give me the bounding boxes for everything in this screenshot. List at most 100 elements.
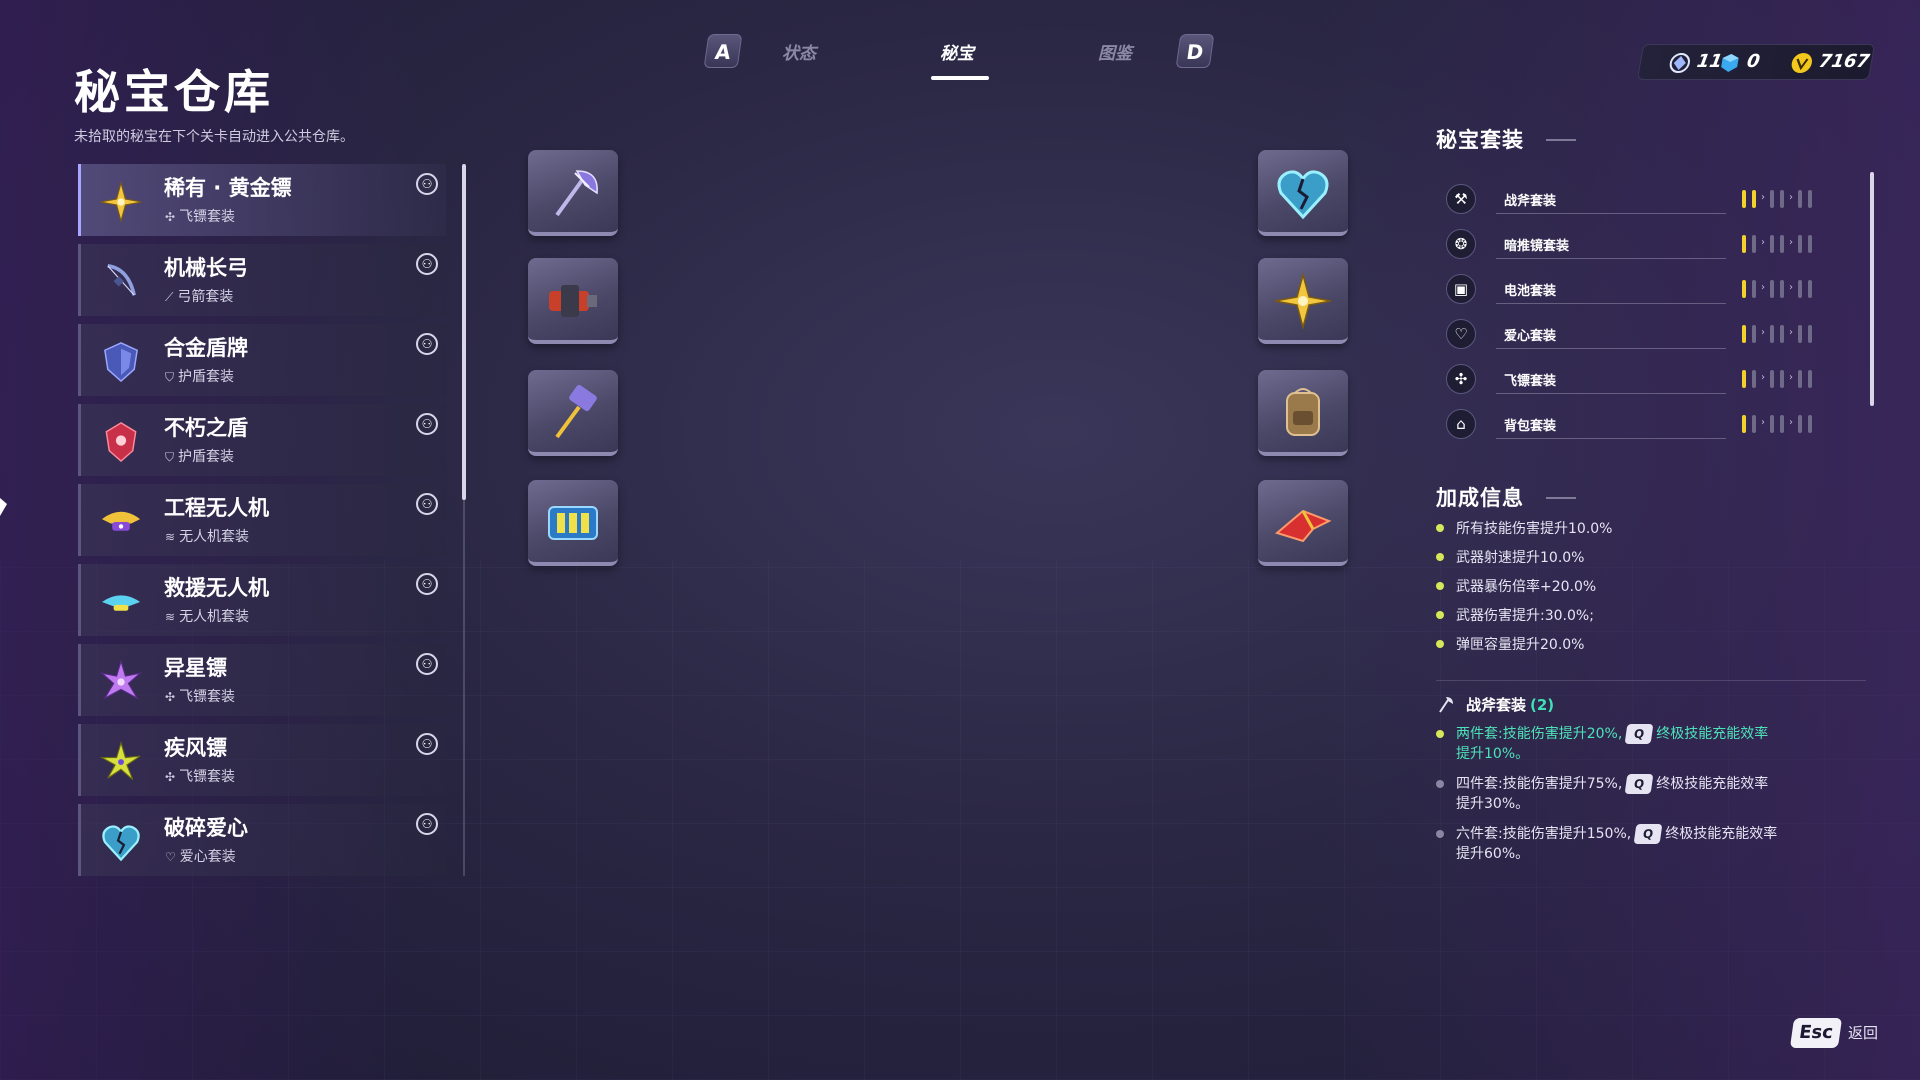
share-icon[interactable]: ⚇ <box>416 733 438 755</box>
share-icon[interactable]: ⚇ <box>416 653 438 675</box>
set-name: 飞镖套装 <box>1504 374 1557 389</box>
treasure-item-set-label: 无人机套装 <box>179 529 250 545</box>
tab-prev-key[interactable]: A <box>703 34 743 68</box>
tab-treasure[interactable]: 秘宝 <box>940 44 974 64</box>
treasure-item[interactable]: 救援无人机≋无人机套装⚇ <box>78 564 446 636</box>
treasure-item-name: 工程无人机 <box>164 496 269 520</box>
equipped-right-slot[interactable] <box>1258 370 1348 456</box>
set-progress-pip <box>1742 235 1746 253</box>
share-icon[interactable]: ⚇ <box>416 173 438 195</box>
set-row[interactable]: ✣飞镖套装›› <box>1436 362 1856 396</box>
red-shield-icon <box>105 422 137 463</box>
pip-arrow-icon: › <box>1789 327 1793 338</box>
set-progress-pip <box>1808 280 1812 298</box>
treasure-item[interactable]: 异星镖✣飞镖套装⚇ <box>78 644 446 716</box>
treasure-item-name: 疾风镖 <box>164 736 227 760</box>
treasure-item-name: 破碎爱心 <box>164 816 248 840</box>
esc-key[interactable]: Esc <box>1789 1018 1843 1048</box>
set-row[interactable]: ♡爱心套装›› <box>1436 317 1856 351</box>
sets-title-line <box>1546 139 1576 141</box>
axe-icon: ⚒ <box>1446 184 1476 214</box>
set-symbol-icon: ✣ <box>165 770 176 784</box>
set-progress-pip <box>1798 415 1802 433</box>
treasure-item-set: ♡爱心套装 <box>165 846 236 866</box>
set-name: 爱心套装 <box>1504 329 1557 344</box>
equipped-right-slot[interactable] <box>1258 150 1348 236</box>
rescue-drone-icon <box>101 595 141 611</box>
battery-icon: ▣ <box>1446 274 1476 304</box>
bonus-item: 弹匣容量提升20.0% <box>1456 637 1585 653</box>
equipped-right-slot[interactable] <box>1258 480 1348 566</box>
share-icon[interactable]: ⚇ <box>416 493 438 515</box>
share-icon[interactable]: ⚇ <box>416 253 438 275</box>
mirror-icon: ❂ <box>1446 229 1476 259</box>
drone-icon <box>101 511 141 531</box>
page-subtitle: 未拾取的秘宝在下个关卡自动进入公共仓库。 <box>74 129 354 145</box>
set-symbol-icon: ⟋ <box>165 290 174 304</box>
treasure-item-set-label: 护盾套装 <box>178 449 235 465</box>
mouse-cursor <box>0 498 7 516</box>
back-button[interactable]: 返回 <box>1848 1024 1879 1042</box>
pip-arrow-icon: › <box>1789 372 1793 383</box>
set-row[interactable]: ⚒战斧套装›› <box>1436 182 1856 216</box>
tab-codex[interactable]: 图鉴 <box>1098 44 1132 64</box>
share-icon[interactable]: ⚇ <box>416 813 438 835</box>
cube-icon <box>1721 54 1739 72</box>
q-key: Q <box>1624 724 1654 744</box>
backpack-icon: ⌂ <box>1446 409 1476 439</box>
tab-next-key[interactable]: D <box>1175 34 1215 68</box>
pip-arrow-icon: › <box>1761 282 1765 293</box>
set-progress-pip <box>1780 325 1784 343</box>
bonus-title: 加成信息 <box>1436 486 1524 510</box>
set-progress-pip <box>1752 190 1756 208</box>
set-progress-pip <box>1780 280 1784 298</box>
treasure-item[interactable]: 破碎爱心 ♡爱心套装 ⚇ <box>78 804 446 876</box>
set-progress-pip <box>1780 370 1784 388</box>
set-progress-pip <box>1752 235 1756 253</box>
treasure-item-name: 不朽之盾 <box>164 416 248 440</box>
equipped-right-slot[interactable] <box>1258 258 1348 344</box>
share-icon[interactable]: ⚇ <box>416 333 438 355</box>
set-symbol-icon: ♡ <box>165 850 176 864</box>
set-progress-pip <box>1808 325 1812 343</box>
set-effect-text-cont: 终极技能充能效率 <box>1665 826 1778 842</box>
set-progress-pip <box>1752 280 1756 298</box>
treasure-item[interactable]: 工程无人机 ≋无人机套装 ⚇ <box>78 484 446 556</box>
set-row[interactable]: ⌂背包套装›› <box>1436 407 1856 441</box>
equipped-left-slot[interactable] <box>528 370 618 456</box>
sets-title: 秘宝套装 <box>1436 128 1524 152</box>
bonus-bullet <box>1436 524 1444 532</box>
axe-icon <box>1439 697 1453 713</box>
treasure-item[interactable]: 不朽之盾⛉护盾套装⚇ <box>78 404 446 476</box>
set-effect-text-cont: 终极技能充能效率 <box>1656 776 1769 792</box>
equipped-left-slot[interactable] <box>528 258 618 344</box>
treasure-item[interactable]: 机械长弓⟋弓箭套装⚇ <box>78 244 446 316</box>
tab-status[interactable]: 状态 <box>782 44 816 64</box>
treasure-item[interactable]: 稀有 · 黄金镖✣飞镖套装⚇ <box>78 164 446 236</box>
equipped-left-slot[interactable] <box>528 150 618 236</box>
treasure-item[interactable]: 疾风镖✣飞镖套装⚇ <box>78 724 446 796</box>
set-row-underline <box>1496 258 1726 259</box>
set-progress-pip <box>1808 415 1812 433</box>
treasure-item[interactable]: 合金盾牌⛉护盾套装⚇ <box>78 324 446 396</box>
treasure-list-scrollbar[interactable] <box>462 164 466 500</box>
sets-scrollbar[interactable] <box>1870 172 1874 406</box>
set-row[interactable]: ❂暗推镜套装›› <box>1436 227 1856 261</box>
set-progress-pip <box>1742 280 1746 298</box>
treasure-item-set: ≋无人机套装 <box>165 526 249 546</box>
shuriken-icon: ✣ <box>1446 364 1476 394</box>
share-icon[interactable]: ⚇ <box>416 413 438 435</box>
treasure-item-set: ✣飞镖套装 <box>165 206 235 226</box>
share-icon[interactable]: ⚇ <box>416 573 438 595</box>
set-progress-pip <box>1798 190 1802 208</box>
equipped-left-slot[interactable] <box>528 480 618 566</box>
set-row-underline <box>1496 213 1726 214</box>
pip-arrow-icon: › <box>1789 192 1793 203</box>
set-progress-pip <box>1808 370 1812 388</box>
treasure-item-name: 合金盾牌 <box>164 336 248 360</box>
set-symbol-icon: ≋ <box>165 530 176 544</box>
treasure-item-set-label: 爱心套装 <box>179 849 236 865</box>
set-row[interactable]: ▣电池套装›› <box>1436 272 1856 306</box>
